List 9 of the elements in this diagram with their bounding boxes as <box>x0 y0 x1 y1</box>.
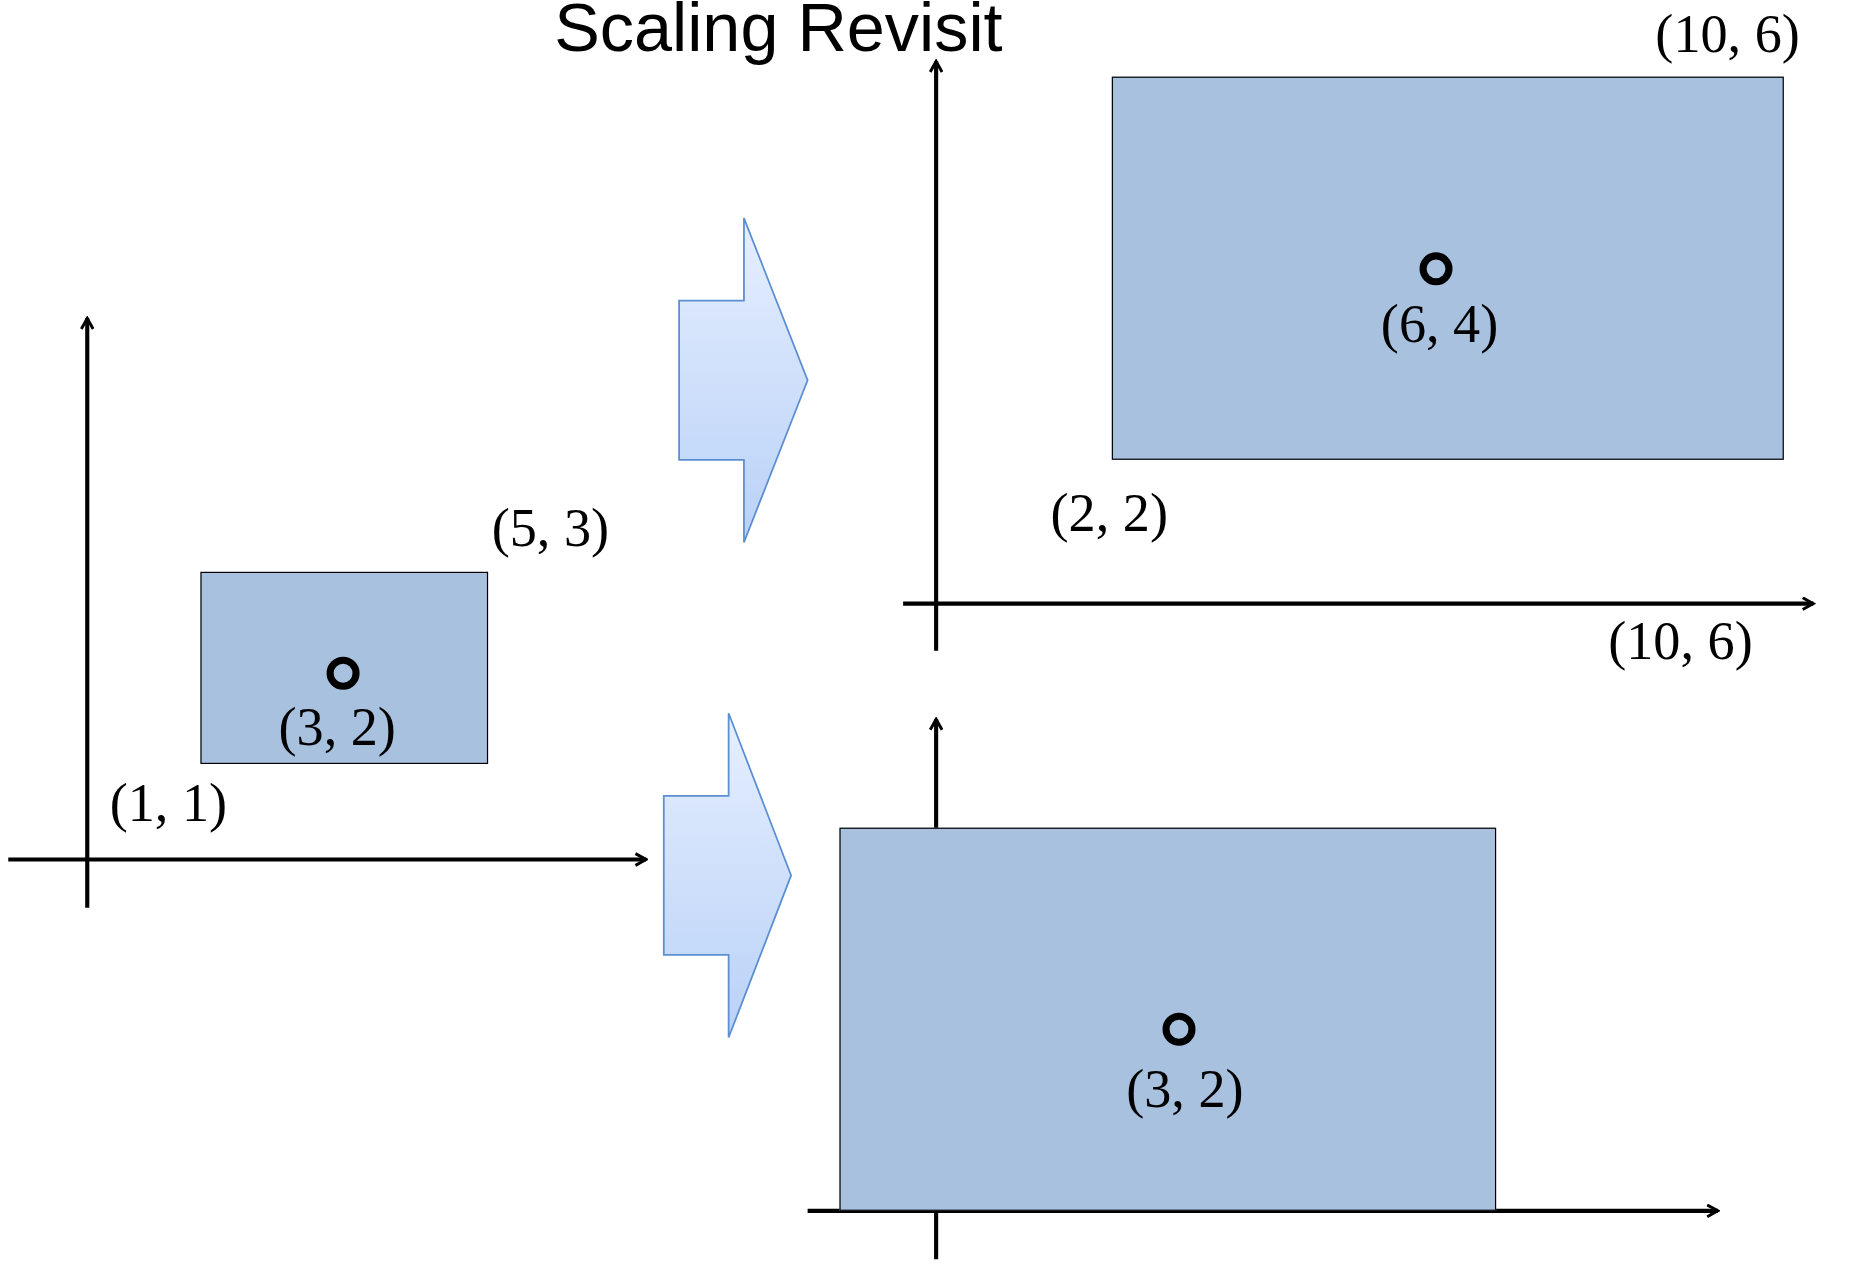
coordinate-label: (10, 6) <box>1608 614 1753 669</box>
rectangle-shape <box>1111 76 1784 460</box>
coordinate-label: (10, 6) <box>1655 7 1800 62</box>
coordinate-label: (5, 3) <box>491 501 610 556</box>
coordinate-label: (6, 4) <box>1380 297 1499 352</box>
coordinate-label: (3, 2) <box>1126 1062 1244 1117</box>
coordinate-label: (3, 2) <box>278 700 396 755</box>
rectangle-shape <box>839 827 1497 1211</box>
rectangle-shape <box>200 571 489 764</box>
